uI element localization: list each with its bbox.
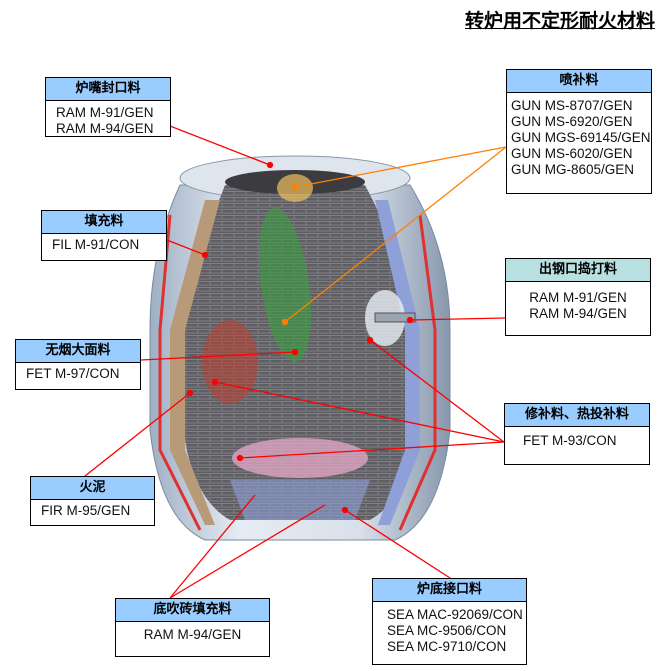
label-title: 底吹砖填充料 (115, 598, 270, 622)
leader-mortar (84, 392, 191, 477)
label-title: 修补料、热投补料 (504, 403, 650, 427)
label-mortar: 火泥 FIR M-95/GEN (30, 476, 155, 526)
label-bottom-brick: 底吹砖填充料 RAM M-94/GEN (115, 598, 270, 657)
leader-repair-2 (369, 339, 505, 443)
material-item: RAM M-94/GEN (56, 121, 154, 136)
leader-bottom-brick-2 (169, 504, 326, 599)
material-item: SEA MC-9506/CON (387, 623, 507, 638)
leader-mouth (169, 125, 271, 166)
leader-gunning-1 (294, 146, 507, 188)
material-item: SEA MC-9710/CON (387, 639, 507, 654)
material-item: GUN MGS-69145/GEN (511, 130, 651, 145)
zone-gunning-wall (258, 207, 312, 363)
material-item: FET M-97/CON (26, 366, 120, 381)
material-item: FET M-93/CON (523, 433, 617, 448)
material-item: GUN MS-6020/GEN (511, 146, 633, 161)
label-title: 炉底接口料 (372, 578, 527, 602)
label-filler: 填充料 FIL M-91/CON (41, 210, 167, 261)
label-title: 喷补料 (506, 69, 652, 93)
leader-face (140, 351, 296, 361)
taphole (374, 312, 416, 323)
leader-bottom-joint (344, 509, 451, 579)
label-title: 出钢口捣打料 (505, 258, 651, 282)
label-taphole: 出钢口捣打料 RAM M-91/GEN RAM M-94/GEN (505, 258, 651, 336)
leader-filler (166, 239, 206, 256)
material-item: SEA MAC-92069/CON (387, 607, 523, 622)
label-title: 填充料 (41, 210, 167, 234)
label-title: 火泥 (30, 476, 155, 500)
leader-bottom-brick-1 (169, 494, 256, 599)
label-gunning: 喷补料 GUN MS-8707/GEN GUN MS-6920/GEN GUN … (506, 69, 652, 194)
label-face: 无烟大面料 FET M-97/CON (15, 339, 141, 390)
label-mouth-seal: 炉嘴封口料 RAM M-91/GEN RAM M-94/GEN (45, 77, 171, 137)
label-title: 无烟大面料 (15, 339, 141, 363)
material-item: GUN MS-6920/GEN (511, 114, 633, 129)
material-item: FIL M-91/CON (52, 237, 140, 252)
leader-taphole (409, 317, 506, 321)
page-title: 转炉用不定形耐火材料 (464, 10, 655, 32)
material-item: GUN MG-8605/GEN (511, 162, 635, 177)
zone-bottom (232, 438, 368, 478)
material-item: FIR M-95/GEN (41, 503, 131, 518)
label-title: 炉嘴封口料 (45, 77, 171, 101)
material-item: GUN MS-8707/GEN (511, 98, 633, 113)
leader-repair-1 (214, 381, 505, 443)
label-repair: 修补料、热投补料 FET M-93/CON (504, 403, 650, 465)
material-item: RAM M-91/GEN (529, 290, 627, 305)
label-bottom-joint: 炉底接口料 SEA MAC-92069/CON SEA MC-9506/CON … (372, 578, 527, 665)
leader-gunning-2 (284, 146, 507, 323)
leader-repair-3 (239, 441, 505, 459)
material-item: RAM M-94/GEN (529, 306, 627, 321)
material-item: RAM M-91/GEN (56, 105, 154, 120)
zone-face (202, 320, 258, 404)
material-item: RAM M-94/GEN (143, 627, 242, 642)
